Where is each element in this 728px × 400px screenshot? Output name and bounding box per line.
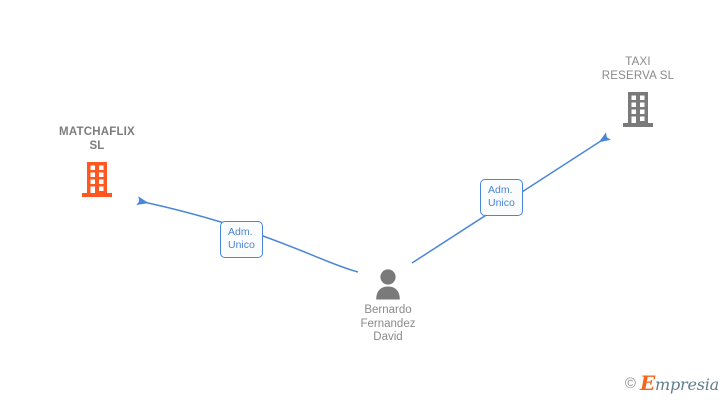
person-icon[interactable] [373, 268, 403, 300]
node-person-label: Bernardo Fernandez David [360, 304, 416, 343]
node-taxi-reserva-sl[interactable]: TAXI RESERVA SL [563, 56, 713, 128]
edge-label-adm-unico-matchaflix[interactable]: Adm. Unico [220, 221, 263, 258]
edge-person-matchaflix [136, 196, 359, 273]
empresia-logo: Empresia [640, 373, 719, 393]
node-taxi-reserva-sl-label: TAXI RESERVA SL [601, 56, 675, 82]
empresia-logo-initial: E [639, 371, 655, 395]
building-icon[interactable] [80, 160, 114, 198]
empresia-logo-text: mpresia [655, 375, 719, 394]
building-icon[interactable] [621, 90, 655, 128]
node-matchaflix-sl[interactable]: MATCHAFLIX SL [22, 126, 172, 198]
node-matchaflix-sl-label: MATCHAFLIX SL [59, 126, 135, 152]
node-person-bernardo-fernandez-david[interactable]: Bernardo Fernandez David [313, 268, 463, 345]
copyright-icon: © [624, 374, 636, 392]
empresia-watermark: © Empresia [625, 373, 719, 393]
edge-label-adm-unico-taxi[interactable]: Adm. Unico [480, 179, 523, 216]
